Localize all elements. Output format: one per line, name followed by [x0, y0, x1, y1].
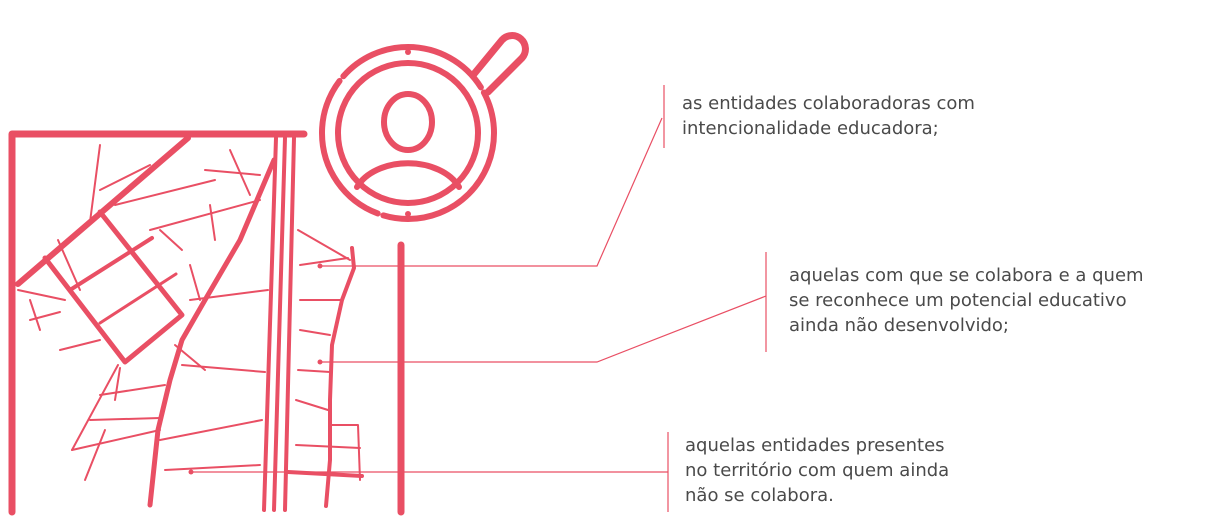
map-road-cross [286, 470, 364, 478]
callout-1-line-2: intencionalidade educadora; [682, 118, 939, 139]
magnifier-outer-ring [319, 44, 497, 222]
map-rail-1 [262, 136, 278, 512]
leader-lines [191, 85, 767, 512]
magnifier-inner-ring [335, 60, 481, 206]
map-avenue-diagonal [15, 135, 191, 287]
callout-3-line-1: aquelas entidades presentes [685, 435, 945, 456]
map-block-4 [57, 239, 81, 291]
callout-collaborating-entities: as entidades colaboradoras com intencion… [682, 91, 975, 141]
user-icon [354, 91, 462, 190]
magnifier-handle [470, 32, 529, 96]
leader-2 [320, 295, 767, 363]
callout-non-collaborating-entities: aquelas entidades presentes no territóri… [685, 433, 949, 508]
callout-1-line-1: as entidades colaboradoras com [682, 93, 975, 114]
map-rail-3 [283, 136, 296, 512]
leader-1 [320, 117, 663, 267]
map-icon [8, 130, 405, 516]
map-road-right [324, 246, 356, 508]
callout-2-line-3: ainda não desenvolvido; [789, 315, 1009, 336]
map-block-3 [98, 272, 178, 325]
callout-potential-entities: aquelas com que se colabora e a quem se … [789, 263, 1144, 338]
map-block-2 [68, 236, 154, 292]
map-block-1 [42, 209, 185, 365]
callout-3-line-3: não se colabora. [685, 485, 834, 506]
callout-3-line-2: no território com quem ainda [685, 460, 950, 481]
map-avenue-curve [147, 157, 277, 508]
callout-2-line-2: se reconhece um potencial educativo [789, 290, 1127, 311]
map-frame [8, 130, 308, 516]
magnifying-glass-icon [319, 32, 529, 222]
callout-2-line-1: aquelas com que se colabora e a quem [789, 265, 1144, 286]
map-rail-2 [272, 136, 287, 512]
